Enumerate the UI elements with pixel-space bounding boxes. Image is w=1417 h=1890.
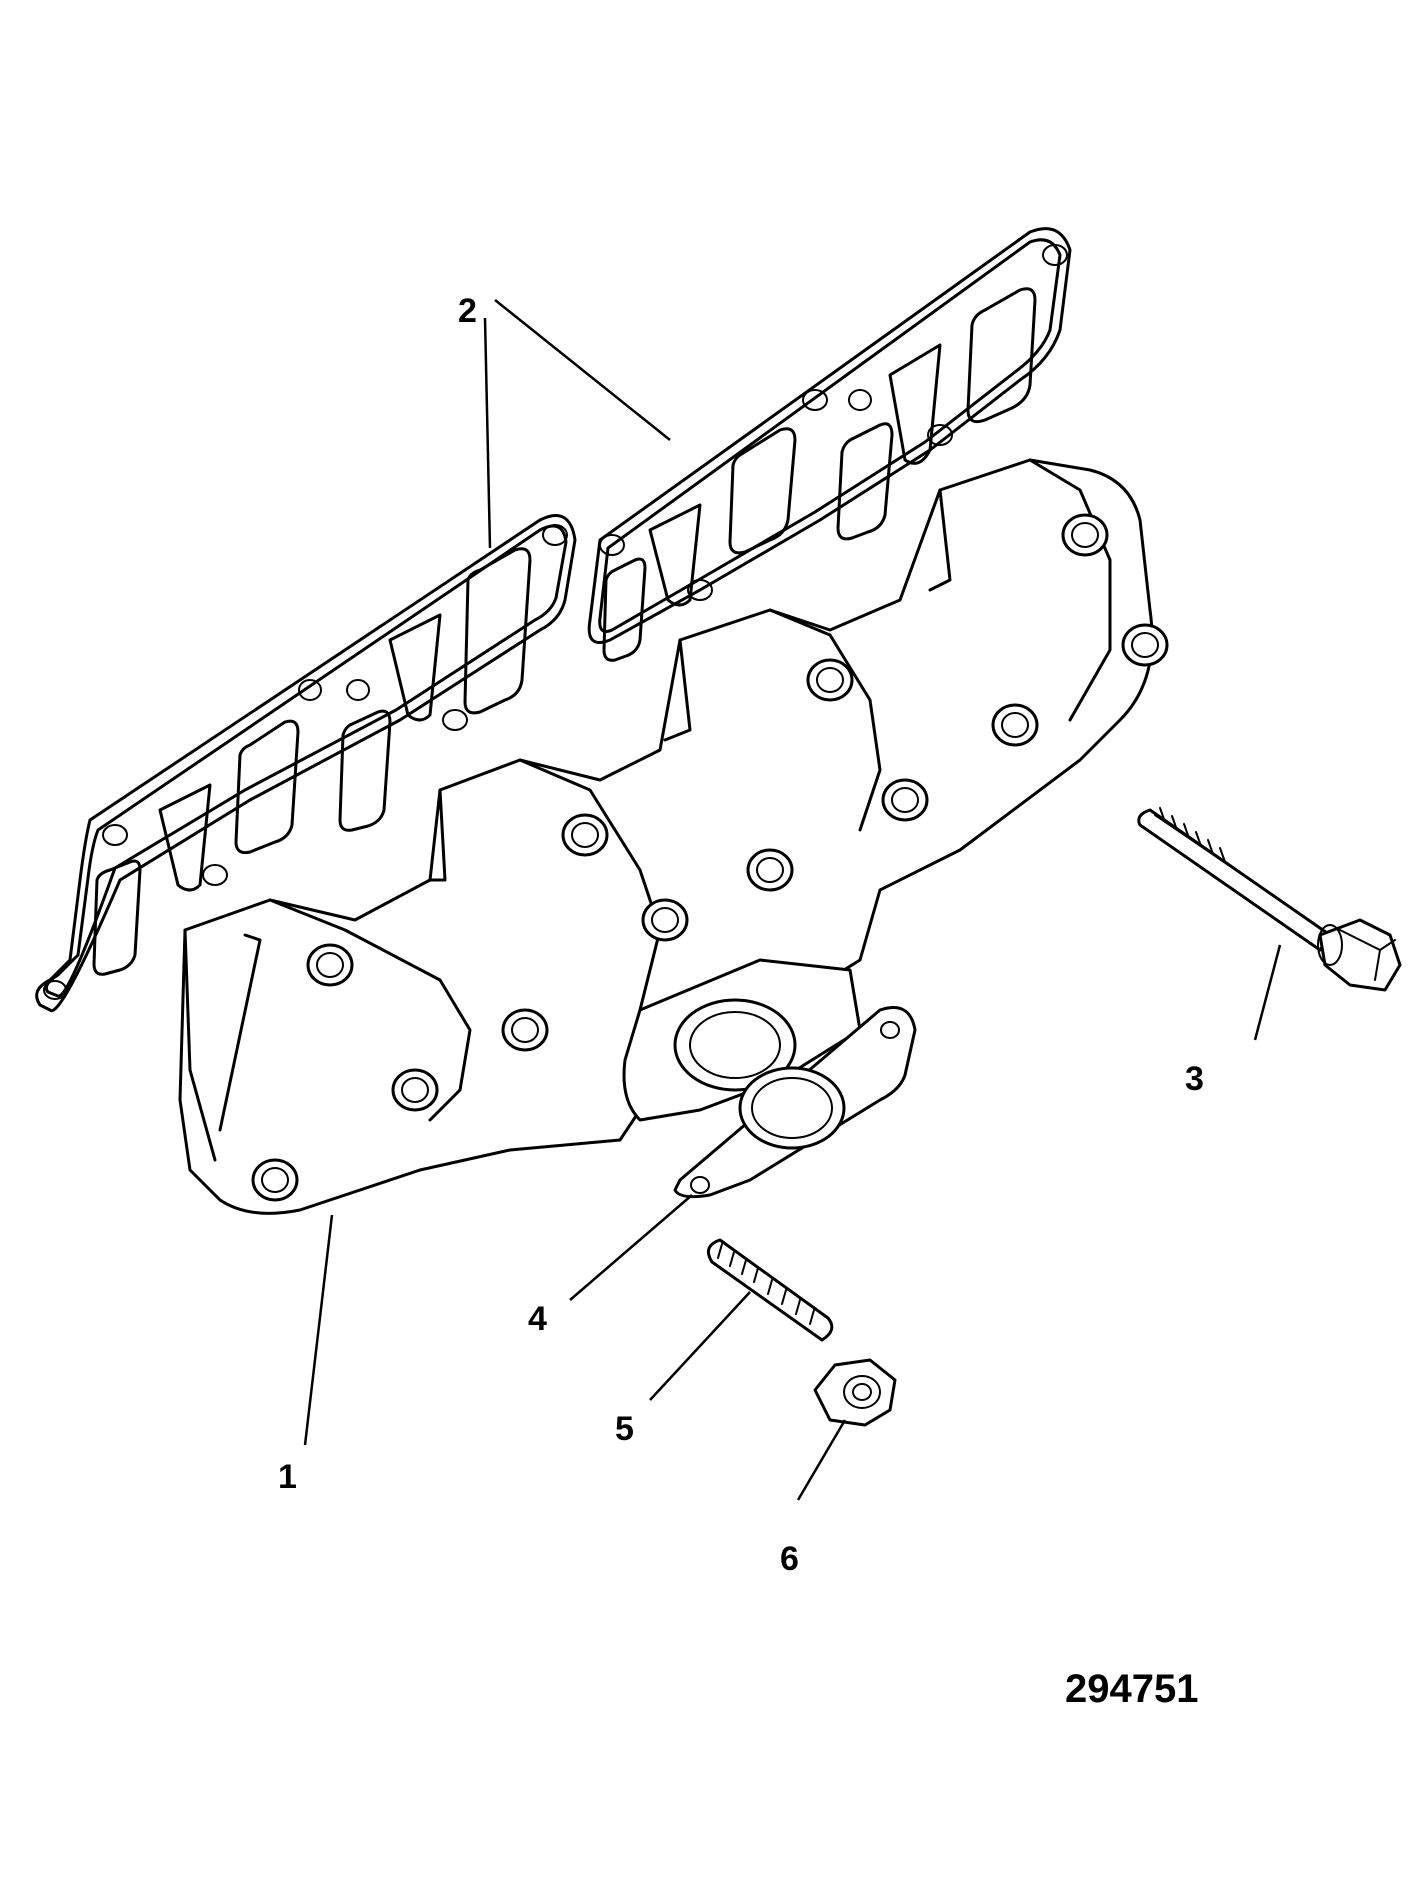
leader-6 <box>796 1419 847 1501</box>
figure-number: 294751 <box>1065 1667 1198 1711</box>
stud <box>706 1238 834 1342</box>
callout-6: 6 <box>780 1540 799 1578</box>
outlet-gasket <box>673 1006 917 1199</box>
callout-2: 2 <box>458 292 477 330</box>
leader-1 <box>303 1214 334 1446</box>
callout-1: 1 <box>278 1458 297 1496</box>
leader-4 <box>569 1194 693 1301</box>
leader-2a <box>483 317 492 549</box>
callout-3: 3 <box>1185 1060 1204 1098</box>
exhaust-manifold <box>178 458 1169 1215</box>
bolt <box>1137 807 1402 992</box>
leader-lines <box>303 299 1282 1501</box>
callout-5: 5 <box>615 1410 634 1448</box>
leader-3 <box>1253 944 1282 1041</box>
leader-2b <box>494 299 671 441</box>
manifold-gasket <box>35 227 1072 1013</box>
flange-nut <box>813 1358 897 1427</box>
leader-5 <box>649 1291 751 1401</box>
callout-4: 4 <box>528 1300 547 1338</box>
